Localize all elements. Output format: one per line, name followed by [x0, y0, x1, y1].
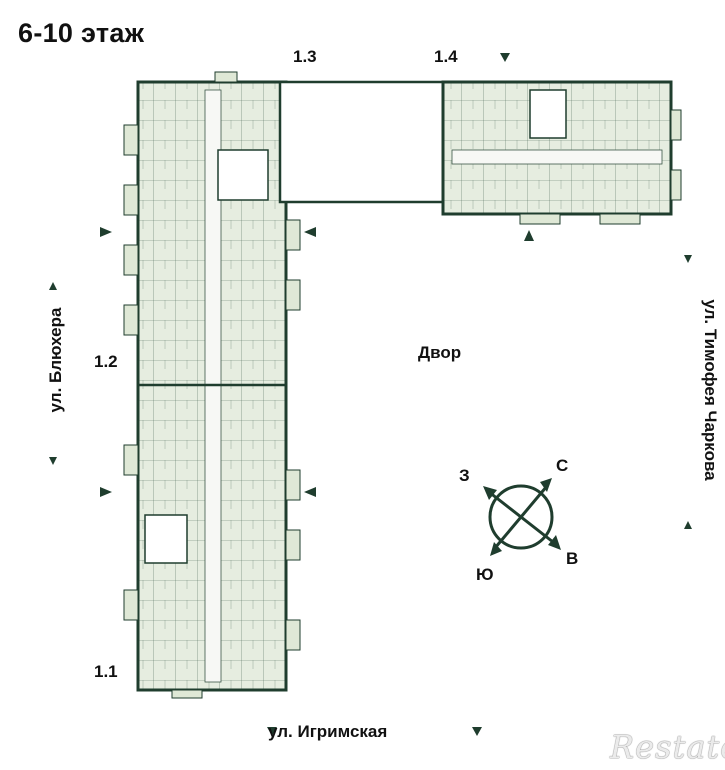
compass-west: З [459, 466, 470, 485]
street-bottom-label: ул. Игримская [268, 722, 388, 741]
floor-title: 6-10 этаж [18, 18, 145, 48]
entrance-arrow [304, 487, 316, 497]
compass-north: С [556, 456, 569, 475]
entrance-arrow [100, 227, 112, 237]
arrow-up-icon [684, 521, 692, 529]
arrow-down-icon [684, 255, 692, 263]
wing-left [123, 71, 301, 699]
compass-south: Ю [476, 565, 494, 584]
section-label-1-4: 1.4 [434, 47, 458, 66]
section-label-1-3: 1.3 [293, 47, 317, 66]
watermark-logo: Restate [610, 728, 725, 766]
courtyard-label: Двор [418, 343, 462, 362]
street-arrows [49, 255, 692, 736]
entrance-arrow [100, 487, 112, 497]
wing-right [441, 80, 682, 225]
section-label-1-2: 1.2 [94, 352, 118, 371]
street-left-label: ул. Блюхера [46, 307, 65, 413]
section-label-1-1: 1.1 [94, 662, 118, 681]
entrance-arrow [500, 53, 510, 62]
compass-icon [483, 478, 561, 556]
section-1-3-block [278, 80, 445, 204]
arrow-down-icon [472, 727, 482, 736]
street-right-label: ул. Тимофея Чаркова [701, 299, 720, 481]
compass-east: В [566, 549, 579, 568]
entrance-arrow [304, 227, 316, 237]
entrance-markers [100, 53, 534, 497]
arrow-up-icon [49, 282, 57, 290]
entrance-arrow [524, 230, 534, 241]
arrow-down-icon [49, 457, 57, 465]
arrow-down-icon [267, 727, 277, 736]
